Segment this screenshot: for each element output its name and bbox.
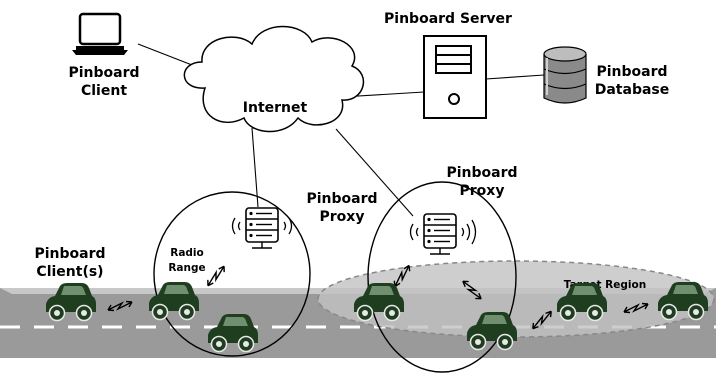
- server-label: Pinboard Server: [384, 11, 512, 27]
- database-label-line2: Database: [595, 82, 670, 98]
- link-internet-proxy-right: [335, 128, 414, 217]
- link-internet-proxy-left: [251, 127, 259, 208]
- client-label-line1: Pinboard: [68, 65, 139, 81]
- server-icon: [423, 35, 487, 119]
- proxy-server-icon: [245, 207, 279, 249]
- proxy-left-label-line2: Proxy: [320, 209, 365, 225]
- radio-range-label-line2: Range: [168, 262, 205, 274]
- wifi-signal-icon: [231, 217, 293, 235]
- client-label-line2: Client: [81, 83, 127, 99]
- database-icon: [543, 46, 587, 104]
- proxy-right-label-line2: Proxy: [460, 183, 505, 199]
- proxy-left-label-line1: Pinboard: [306, 191, 377, 207]
- wireless-link-icon: [202, 265, 230, 287]
- laptop-icon: [72, 12, 128, 55]
- proxy-server-icon: [423, 213, 457, 255]
- database-label-line1: Pinboard: [596, 64, 667, 80]
- clients-label-line2: Client(s): [36, 264, 103, 280]
- link-server-database: [485, 74, 545, 80]
- wifi-signal-icon: [409, 219, 477, 245]
- proxy-right-label-line1: Pinboard: [446, 165, 517, 181]
- radio-range-label-line1: Radio: [170, 247, 204, 259]
- radio-range-circle-right: [367, 181, 517, 373]
- radio-range-circle-left: [153, 191, 311, 357]
- internet-label: Internet: [243, 100, 308, 116]
- clients-label-line1: Pinboard: [34, 246, 105, 262]
- cloud-icon: Internet: [183, 25, 365, 133]
